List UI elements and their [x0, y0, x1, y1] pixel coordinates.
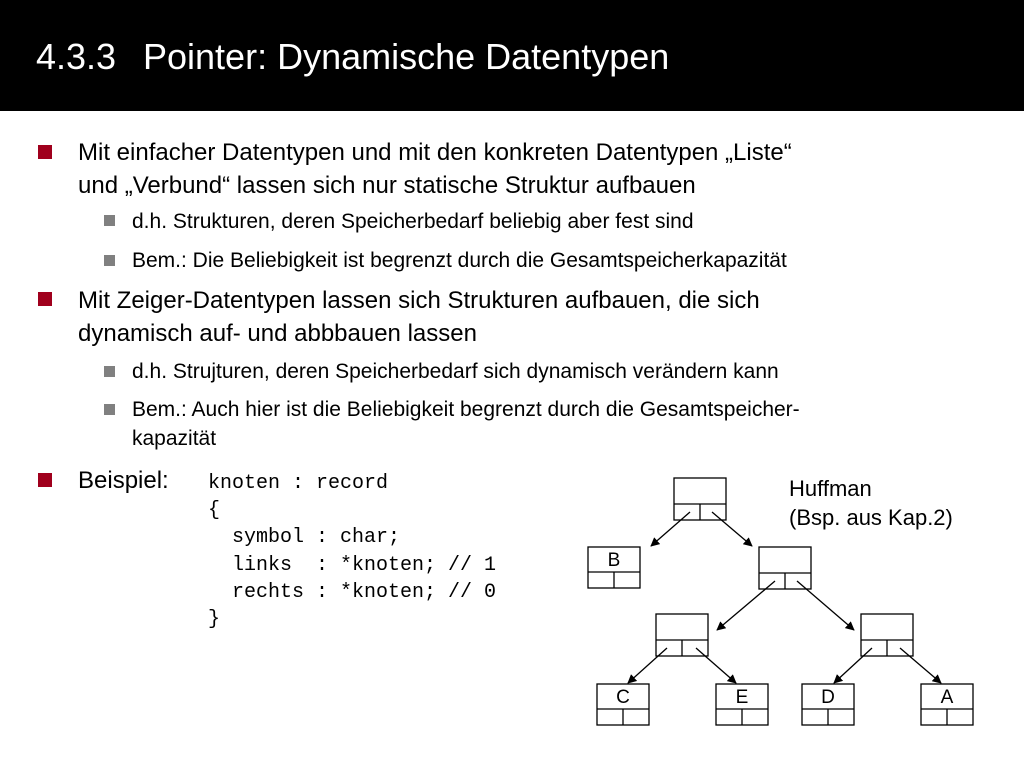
leaf-label-a: A [941, 687, 954, 708]
code-line: { [208, 499, 221, 523]
huffman-subtitle: (Bsp. aus Kap.2) [789, 505, 953, 530]
tree-leaf-d [801, 683, 855, 726]
bullet-square-icon [38, 292, 52, 306]
tree-edge [695, 647, 737, 684]
leaf-label-e: E [736, 687, 749, 708]
tree-node-root [673, 477, 727, 521]
section-number: 4.3.3 [36, 36, 117, 77]
code-line: symbol : char; [208, 526, 401, 550]
tree-leaf-a [920, 683, 974, 726]
tree-edge [716, 580, 776, 631]
code-line: links : *knoten; // 1 [208, 553, 497, 577]
leaf-label-c: C [616, 687, 630, 708]
huffman-caption: Huffman (Bsp. aus Kap.2) [789, 474, 953, 532]
bullet-square-icon [38, 145, 52, 159]
bullet-text-cont: und „Verbund“ lassen sich nur statische … [78, 172, 696, 199]
tree-node-internal [758, 546, 812, 590]
code-line: } [208, 608, 221, 632]
leaf-label-b: B [608, 550, 621, 571]
tree-edge [899, 647, 942, 684]
sub-bullet-square-icon [104, 404, 115, 415]
sub-bullet-square-icon [104, 215, 115, 226]
sub-bullet-text: Bem.: Die Beliebigkeit ist begrenzt durc… [132, 249, 787, 272]
tree-node-internal [860, 613, 914, 657]
title-bar: 4.3.3 Pointer: Dynamische Datentypen [0, 0, 1024, 111]
bullet-square-icon [38, 473, 52, 487]
page-title: Pointer: Dynamische Datentypen [143, 36, 670, 77]
code-line: rechts : *knoten; // 0 [208, 580, 497, 604]
huffman-title: Huffman [789, 476, 872, 501]
sub-bullet-square-icon [104, 366, 115, 377]
tree-leaf-e [715, 683, 769, 726]
bullet-text: Beispiel: [78, 467, 169, 494]
code-line: knoten : record [208, 472, 389, 495]
leaf-label-d: D [821, 687, 835, 708]
tree-edge [833, 647, 873, 684]
tree-edge [650, 511, 691, 547]
sub-bullet-square-icon [104, 255, 115, 266]
sub-bullet-text: d.h. Strujturen, deren Speicherbedarf si… [132, 360, 779, 383]
sub-bullet-text-cont: kapazität [132, 427, 217, 450]
bullet-text: Mit einfacher Datentypen und mit den kon… [78, 139, 792, 166]
tree-edge [796, 580, 855, 631]
tree-node-internal [655, 613, 709, 657]
bullet-text-cont: dynamisch auf- und abbbauen lassen [78, 320, 477, 347]
sub-bullet-text: d.h. Strukturen, deren Speicherbedarf be… [132, 210, 694, 233]
tree-leaf-b [587, 546, 641, 589]
tree-edge [627, 647, 668, 684]
code-block: knoten : record { symbol : char; links : … [208, 470, 496, 633]
tree-leaf-c [596, 683, 650, 726]
bullet-text: Mit Zeiger-Datentypen lassen sich Strukt… [78, 287, 760, 314]
sub-bullet-text: Bem.: Auch hier ist die Beliebigkeit beg… [132, 398, 800, 421]
tree-edge [711, 511, 753, 547]
